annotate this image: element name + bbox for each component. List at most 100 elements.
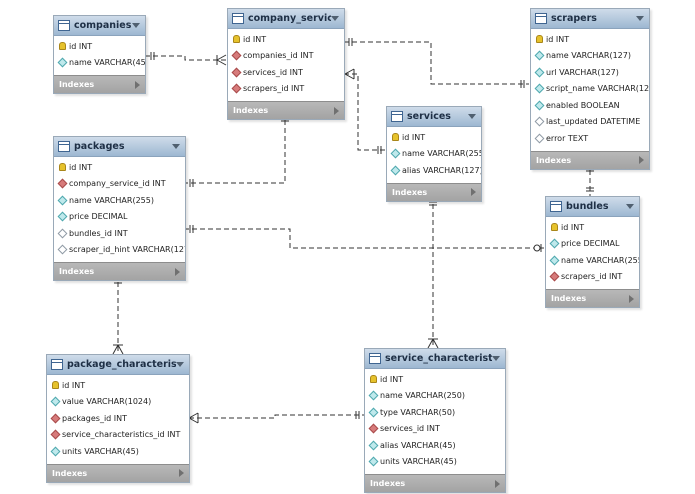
collapse-arrow-icon[interactable] (176, 362, 184, 367)
rel-packages-bundles (184, 228, 544, 249)
column-row[interactable]: services_id INT (365, 421, 505, 438)
nullable-column-icon (534, 116, 544, 127)
column-row[interactable]: id INT (54, 38, 145, 55)
indexes-section[interactable]: Indexes (54, 262, 185, 280)
collapse-arrow-icon[interactable] (626, 204, 634, 209)
indexes-label: Indexes (370, 479, 406, 488)
column-marker (534, 83, 544, 94)
expand-arrow-icon[interactable] (639, 156, 644, 164)
indexes-section[interactable]: Indexes (54, 75, 145, 93)
column-row[interactable]: price DECIMAL (546, 236, 639, 253)
table-header[interactable]: bundles (546, 197, 639, 217)
column-label: alias VARCHAR(127) (402, 165, 481, 175)
indexes-label: Indexes (233, 106, 269, 115)
expand-arrow-icon[interactable] (135, 80, 140, 89)
column-row[interactable]: id INT (546, 219, 639, 236)
column-row[interactable]: alias VARCHAR(127) (387, 162, 481, 179)
column-row[interactable]: name VARCHAR(255) (546, 252, 639, 269)
column-row[interactable]: id INT (47, 377, 189, 394)
expand-arrow-icon[interactable] (334, 106, 339, 115)
column-marker (390, 165, 400, 176)
column-label: price DECIMAL (69, 212, 128, 222)
table-title: package_characteris... (67, 359, 176, 370)
column-row[interactable]: type VARCHAR(50) (365, 404, 505, 421)
table-header[interactable]: company_service (228, 9, 344, 29)
column-row[interactable]: url VARCHAR(127) (531, 64, 649, 81)
column-marker (390, 133, 400, 142)
column-label: scrapers_id INT (561, 272, 623, 282)
foreign-key-icon (50, 413, 60, 424)
column-row[interactable]: enabled BOOLEAN (531, 97, 649, 114)
table-header[interactable]: package_characteris... (47, 355, 189, 375)
collapse-arrow-icon[interactable] (636, 16, 644, 21)
collapse-arrow-icon[interactable] (172, 144, 180, 149)
column-row[interactable]: company_service_id INT (54, 176, 185, 193)
table-header[interactable]: scrapers (531, 9, 649, 29)
column-row[interactable]: id INT (531, 31, 649, 48)
column-row[interactable]: service_characteristics_id INT (47, 427, 189, 444)
expand-arrow-icon[interactable] (179, 469, 184, 477)
column-row[interactable]: id INT (228, 31, 344, 48)
column-row[interactable]: name VARCHAR(127) (531, 48, 649, 65)
column-row[interactable]: bundles_id INT (54, 225, 185, 242)
column-row[interactable]: last_updated DATETIME (531, 114, 649, 131)
column-marker (50, 413, 60, 424)
column-row[interactable]: alias VARCHAR(45) (365, 437, 505, 454)
column-row[interactable]: script_name VARCHAR(127) (531, 81, 649, 98)
column-row[interactable]: id INT (387, 129, 481, 146)
table-header[interactable]: packages (54, 137, 185, 157)
indexes-section[interactable]: Indexes (531, 150, 649, 169)
column-row[interactable]: id INT (365, 371, 505, 388)
expand-arrow-icon[interactable] (471, 188, 476, 196)
primary-key-icon (51, 381, 59, 390)
nullable-column-icon (534, 133, 544, 144)
indexes-section[interactable]: Indexes (546, 289, 639, 307)
column-icon (57, 211, 67, 222)
rel-package-char-service-char (189, 414, 364, 419)
collapse-arrow-icon[interactable] (468, 114, 476, 119)
column-row[interactable]: price DECIMAL (54, 209, 185, 226)
foreign-key-icon (368, 423, 378, 434)
expand-arrow-icon[interactable] (175, 267, 180, 276)
expand-arrow-icon[interactable] (495, 479, 500, 488)
column-row[interactable]: units VARCHAR(45) (47, 443, 189, 460)
indexes-section[interactable]: Indexes (228, 101, 344, 119)
table-header[interactable]: service_characteristics (365, 349, 505, 369)
indexes-label: Indexes (59, 80, 95, 89)
column-marker (549, 238, 559, 249)
column-marker (368, 440, 378, 451)
collapse-arrow-icon[interactable] (492, 356, 500, 361)
table-header[interactable]: services (387, 107, 481, 127)
column-row[interactable]: services_id INT (228, 64, 344, 81)
column-row[interactable]: id INT (54, 159, 185, 176)
column-row[interactable]: error TEXT (531, 130, 649, 147)
column-row[interactable]: scraper_id_hint VARCHAR(127) (54, 242, 185, 259)
column-row[interactable]: companies_id INT (228, 48, 344, 65)
expand-arrow-icon[interactable] (629, 294, 634, 303)
table-header[interactable]: companies (54, 16, 145, 36)
column-row[interactable]: scrapers_id INT (228, 81, 344, 98)
collapse-arrow-icon[interactable] (331, 16, 339, 21)
column-row[interactable]: packages_id INT (47, 410, 189, 427)
column-row[interactable]: units VARCHAR(45) (365, 454, 505, 471)
column-row[interactable]: name VARCHAR(255) (54, 192, 185, 209)
column-row[interactable]: name VARCHAR(45) (54, 55, 145, 72)
column-row[interactable]: name VARCHAR(250) (365, 388, 505, 405)
indexes-section[interactable]: Indexes (365, 474, 505, 492)
column-icon (534, 100, 544, 111)
column-row[interactable]: name VARCHAR(255) (387, 146, 481, 163)
column-row[interactable]: value VARCHAR(1024) (47, 394, 189, 411)
indexes-section[interactable]: Indexes (387, 182, 481, 201)
column-row[interactable]: scrapers_id INT (546, 269, 639, 286)
column-label: services_id INT (380, 424, 440, 434)
indexes-section[interactable]: Indexes (47, 463, 189, 482)
collapse-arrow-icon[interactable] (132, 23, 140, 28)
